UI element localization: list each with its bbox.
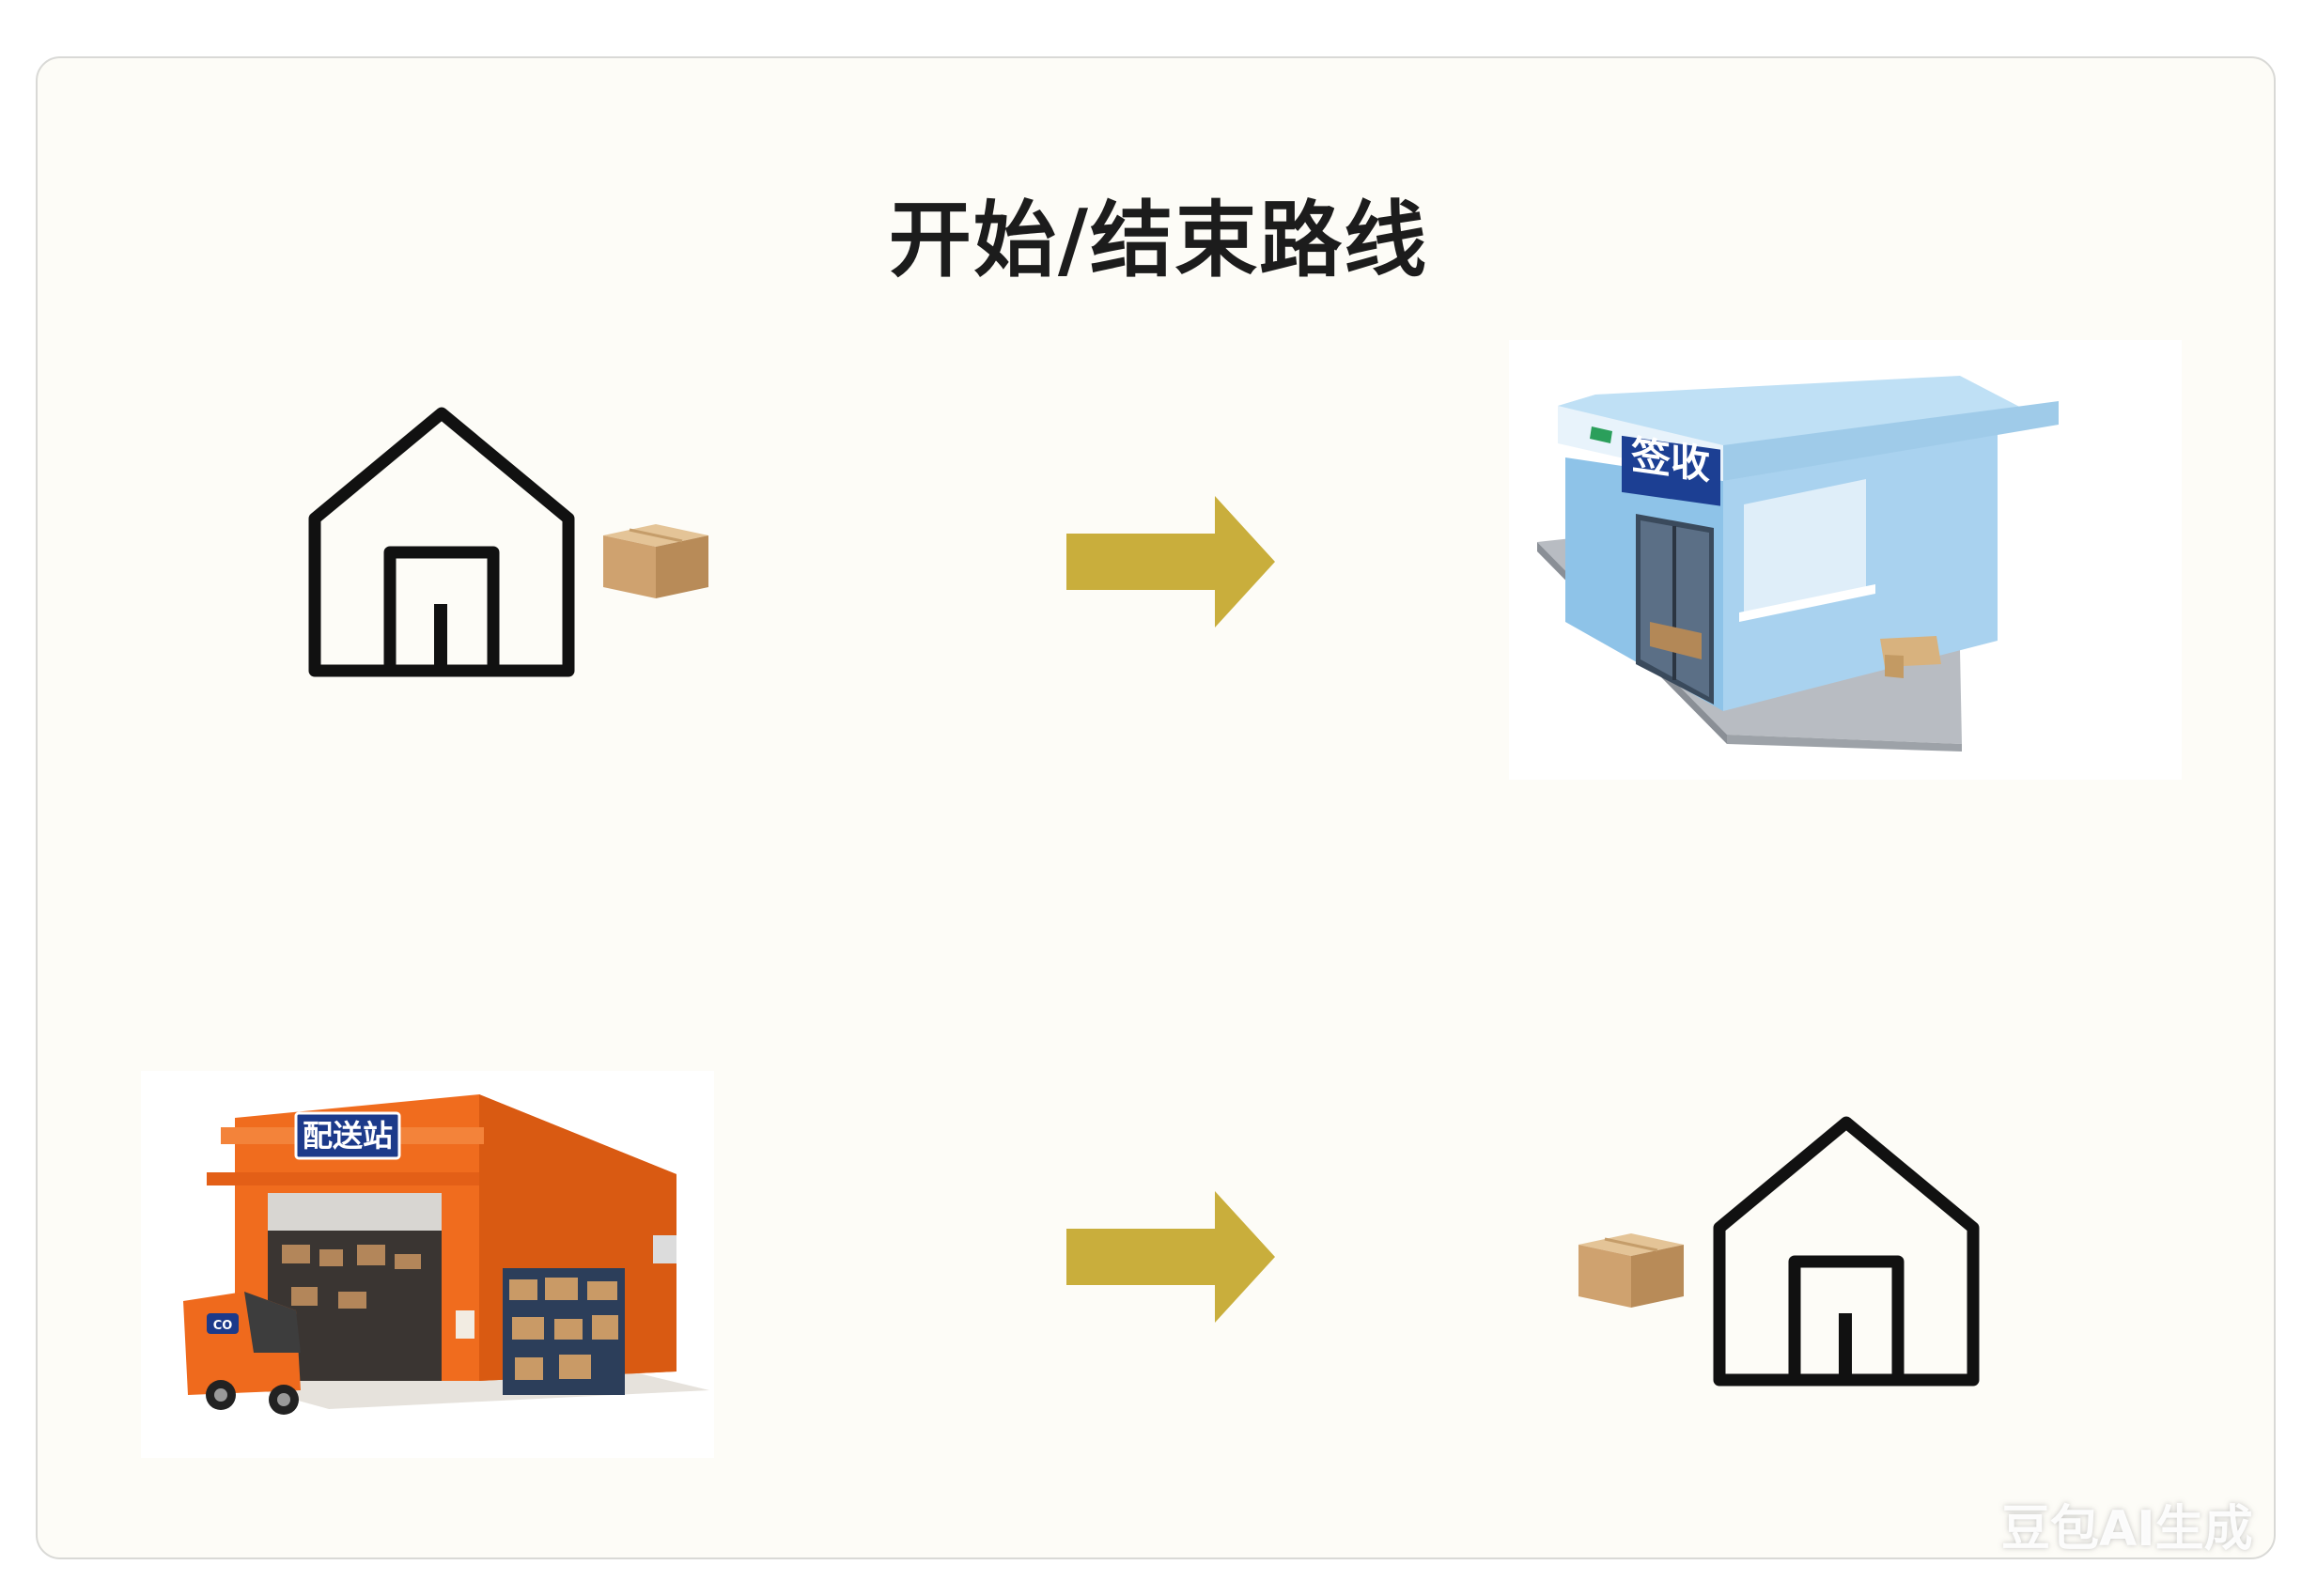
delivery-station-image: 配送站 CO: [141, 1071, 714, 1458]
pickup-station-image: 签收: [1509, 340, 2182, 780]
arrow-right-icon: [1066, 496, 1275, 628]
house-with-package-icon: [1578, 1116, 1980, 1387]
delivery-station-sign: 配送站: [303, 1118, 393, 1154]
arrow-right-icon: [1066, 1191, 1275, 1323]
package-icon: [603, 524, 708, 598]
diagram-title: 开始/结束路线: [888, 192, 1429, 288]
package-icon: [1578, 1233, 1684, 1308]
watermark: 豆包AI生成: [2001, 1501, 2253, 1557]
house-with-package-icon: [308, 407, 708, 677]
vehicle-badge: CO: [213, 1319, 233, 1333]
pickup-station-sign: 签收: [1631, 431, 1710, 488]
house-outline-icon: [1713, 1116, 1980, 1387]
pickup-station-building: 签收: [1537, 376, 2059, 752]
delivery-station-building: 配送站 CO: [183, 1094, 709, 1415]
house-outline-icon: [308, 407, 575, 677]
